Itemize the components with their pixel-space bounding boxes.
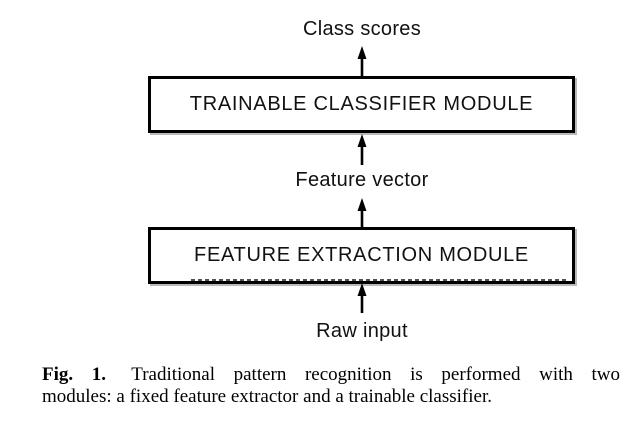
arrow-up-icon	[355, 283, 369, 313]
input-label: Raw input	[316, 320, 408, 342]
intermediate-label: Feature vector	[295, 169, 429, 191]
caption-line-2: modules: a fixed feature extractor and a…	[42, 386, 492, 407]
classifier-module-label: TRAINABLE CLASSIFIER MODULE	[189, 93, 534, 115]
scan-artifact-line	[191, 279, 566, 281]
arrow-up-icon	[355, 198, 369, 228]
caption-line1-text: Traditional pattern recognition is perfo…	[131, 364, 620, 385]
arrow-up-icon	[355, 134, 369, 165]
figure-number: Fig. 1.	[42, 364, 106, 385]
figure-caption: Fig. 1. Traditional pattern recognition …	[42, 364, 620, 408]
arrow-up-icon	[355, 46, 369, 76]
caption-line-1: Fig. 1. Traditional pattern recognition …	[42, 364, 620, 386]
output-label: Class scores	[302, 18, 422, 40]
extractor-module-label: FEATURE EXTRACTION MODULE	[194, 244, 529, 266]
classifier-module-box: TRAINABLE CLASSIFIER MODULE	[148, 76, 575, 133]
extractor-module-box: FEATURE EXTRACTION MODULE	[148, 227, 575, 284]
